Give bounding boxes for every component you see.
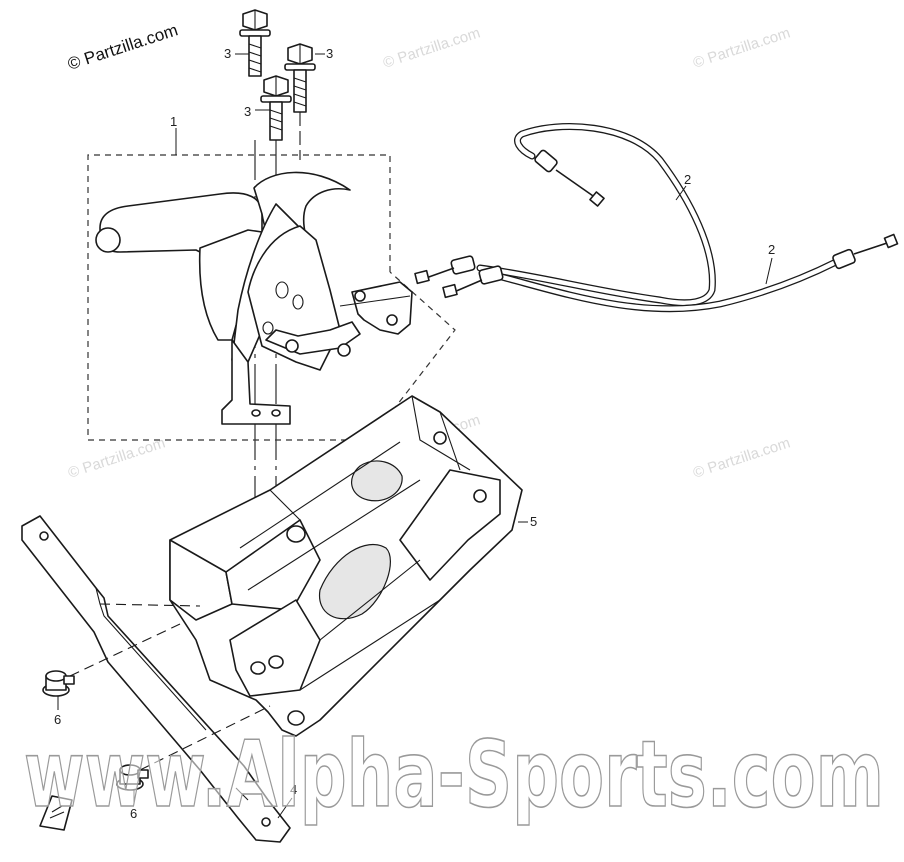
- watermark-repeat: © Partzilla.com: [66, 434, 167, 481]
- mounting-bracket-part-5: [169, 395, 523, 737]
- watermark-repeat: © Partzilla.com: [691, 434, 792, 481]
- watermark-repeat: © Partzilla.com: [381, 24, 482, 71]
- callout-part-6-upper: 6: [54, 712, 61, 727]
- leader-4: [277, 797, 293, 819]
- site-watermark-banner: www.Alpha-Sports.com: [24, 721, 884, 828]
- callout-part-4: 4: [290, 782, 297, 797]
- mounting-plate-part-4: [21, 515, 291, 843]
- callout-part-6-lower: 6: [130, 806, 137, 821]
- bolt-part-3-right: [284, 43, 316, 113]
- watermark-repeat: © Partzilla.com: [691, 24, 792, 71]
- callout-part-5: 5: [530, 514, 537, 529]
- callout-part-3-middle: 3: [244, 104, 251, 119]
- callout-part-1: 1: [170, 114, 177, 129]
- assembly-box-part-1: [87, 128, 456, 441]
- callout-part-3-right: 3: [326, 46, 333, 61]
- watermark-main: © Partzilla.com: [65, 20, 180, 73]
- leader-2b: [765, 257, 773, 285]
- callout-part-2-upper: 2: [684, 172, 691, 187]
- brake-cable-part-2: [414, 123, 899, 313]
- flange-nut-part-6-upper: [42, 670, 75, 697]
- bolt-part-3-top: [239, 9, 271, 77]
- bolt-part-3-middle: [260, 75, 292, 141]
- assembly-guides: [69, 603, 271, 771]
- callout-part-3-top: 3: [224, 46, 231, 61]
- front-direction-arrow-icon: [39, 795, 73, 831]
- handbrake-lever: [95, 171, 413, 425]
- flange-nut-part-6-lower: [116, 764, 149, 791]
- callout-labels: 1 2 2 3 3 3 4 5 6 6: [54, 46, 775, 821]
- leader-2a: [675, 185, 687, 201]
- callout-part-2-lower: 2: [768, 242, 775, 257]
